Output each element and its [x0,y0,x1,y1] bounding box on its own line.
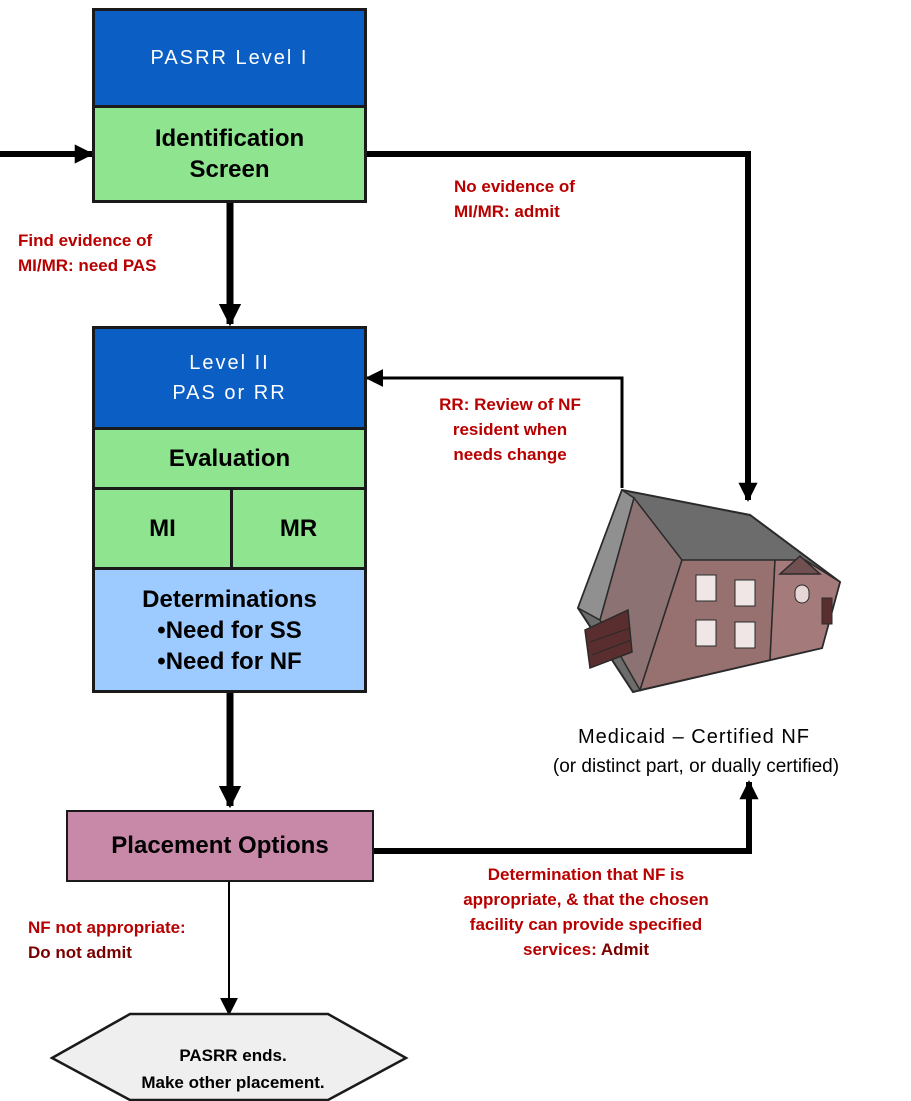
determinations-box: Determinations •Need for SS •Need for NF [92,567,367,693]
determination-item-text: Need for NF [165,647,302,675]
determination-line2: appropriate, & that the chosen [463,890,709,909]
evaluation-box: Evaluation [92,427,367,490]
placement-options-box: Placement Options [66,810,374,882]
end-line2: Make other placement. [141,1073,325,1092]
determination-line3: facility can provide specified [469,915,703,934]
determination-item: •Need for SS [157,616,302,644]
determination-admit: Admit [600,940,649,959]
find-evidence-label: Find evidence of MI/MR: need PAS [18,228,157,278]
level2-header: Level II PAS or RR [92,326,367,430]
mi-box: MI [92,487,233,570]
nf-not-appropriate-line1: NF not appropriate: [28,918,186,937]
determination-services: services: [523,940,601,959]
nf-not-appropriate-label: NF not appropriate: Do not admit [28,915,186,965]
determination-item: •Need for NF [157,647,302,675]
no-evidence-label: No evidence of MI/MR: admit [454,174,575,224]
evaluation-text: Evaluation [168,445,291,472]
identification-screen-line1: Identification [154,125,305,152]
placement-options-text: Placement Options [111,832,329,859]
end-label: PASRR ends. Make other placement. [60,1042,406,1096]
arrow-screen-to-facility [366,151,758,502]
rr-review-line2: resident when [452,420,568,439]
level1-header-text: PASRR Level I [150,47,309,69]
nf-not-appropriate-line2: Do not admit [28,943,132,962]
determination-line1: Determination that NF is [487,865,685,884]
determination-label: Determination that NF is appropriate, & … [420,862,752,962]
rr-review-label: RR: Review of NF resident when needs cha… [400,392,620,467]
arrow-placement-to-facility [373,780,759,854]
determination-line4: services: Admit [420,937,752,962]
arrow-facility-to-level2 [365,369,624,488]
rr-review-line3: needs change [453,445,567,464]
facility-note: (or distinct part, or dually certified) [552,756,840,777]
mr-text: MR [279,515,318,542]
facility-name: Medicaid – Certified NF [578,726,810,748]
nursing-facility-icon [576,488,842,694]
level2-header-line2: PAS or RR [172,382,287,404]
identification-screen-line2: Screen [189,156,270,183]
no-evidence-line2: MI/MR: admit [454,202,560,221]
determinations-title: Determinations [142,585,317,613]
mi-text: MI [149,515,176,542]
level1-header: PASRR Level I [92,8,367,108]
determination-item-text: Need for SS [165,616,302,644]
no-evidence-line1: No evidence of [454,177,575,196]
find-evidence-line1: Find evidence of [18,231,153,250]
rr-review-line1: RR: Review of NF [439,395,581,414]
level2-header-line1: Level II [189,352,270,374]
end-hexagon [49,1012,409,1101]
find-evidence-line2: MI/MR: need PAS [18,256,157,275]
mr-box: MR [230,487,367,570]
identification-screen-box: Identification Screen [92,105,367,203]
end-line1: PASRR ends. [179,1046,287,1065]
